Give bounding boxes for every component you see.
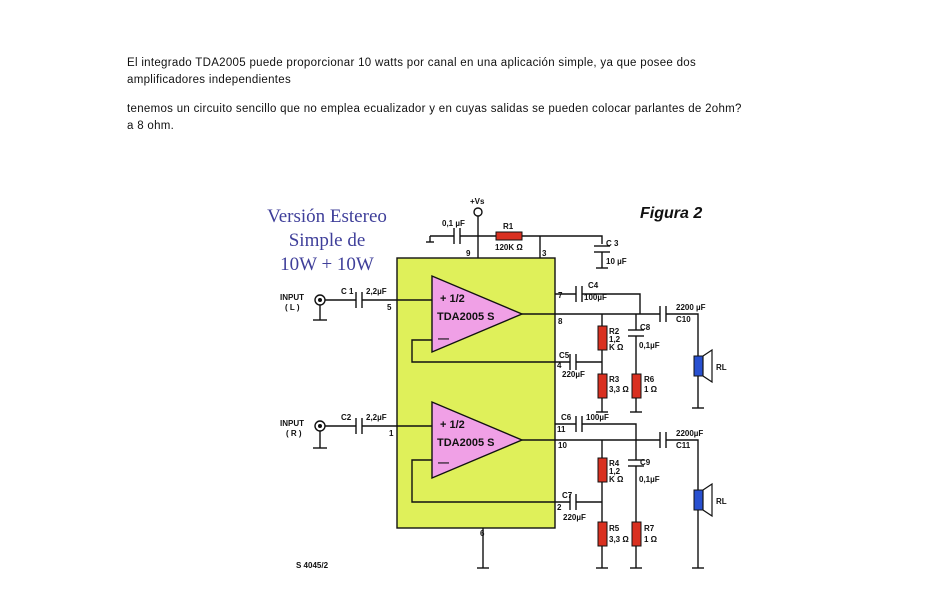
r3-value: 3,3 Ω: [609, 385, 629, 394]
r2-value1: 1,2: [609, 335, 621, 344]
r1-value: 120K Ω: [495, 243, 523, 252]
c7-value: 220µF: [563, 513, 586, 522]
pin-3: 3: [542, 249, 547, 258]
r5-value: 3,3 Ω: [609, 535, 629, 544]
r7-name: R7: [644, 524, 655, 533]
r4-name: R4: [609, 459, 620, 468]
amplifier-bottom: [431, 400, 524, 480]
c3-value: 10 µF: [606, 257, 627, 266]
r1-name: R1: [503, 222, 514, 231]
figure-title-line3: 10W + 10W: [280, 254, 374, 275]
r6-value: 1 Ω: [644, 385, 658, 394]
c11-value: 2200µF: [676, 429, 703, 438]
c8-value: 0,1µF: [639, 341, 660, 350]
supply-label: +Vs: [470, 197, 485, 206]
c-top-value: 0,1 µF: [442, 219, 465, 228]
r6-resistor: [631, 373, 642, 399]
amp-top-minus: —: [438, 333, 449, 345]
rl-top-label: RL: [716, 363, 727, 372]
r2-value2: K Ω: [609, 343, 624, 352]
amp-top-gain: + 1/2: [440, 293, 465, 305]
rl-bottom-label: RL: [716, 497, 727, 506]
c2-name: C2: [341, 413, 352, 422]
input-right-label: INPUT: [280, 419, 304, 428]
c6-name: C6: [561, 413, 572, 422]
r4-value2: K Ω: [609, 475, 624, 484]
pin-9: 9: [466, 249, 471, 258]
c9-name: C9: [640, 458, 651, 467]
c7-name: C7: [562, 491, 573, 500]
r3-name: R3: [609, 375, 620, 384]
r5-name: R5: [609, 524, 620, 533]
supply-terminal: [473, 207, 483, 217]
c10-name: C10: [676, 315, 691, 324]
r1-resistor: [495, 231, 523, 241]
pin-4: 4: [557, 361, 562, 370]
pin-2: 2: [557, 503, 562, 512]
input-left-channel: ( L ): [285, 303, 300, 312]
c1-name: C 1: [341, 287, 354, 296]
description-paragraph: tenemos un circuito sencillo que no empl…: [127, 103, 742, 132]
figure-title-line2: Simple de: [289, 230, 366, 251]
input-left-label: INPUT: [280, 293, 304, 302]
amp-bottom-gain: + 1/2: [440, 419, 465, 431]
r2-resistor: [597, 325, 608, 351]
r7-value: 1 Ω: [644, 535, 658, 544]
c8-name: C8: [640, 323, 651, 332]
pin-7: 7: [558, 291, 563, 300]
amplifier-top: [431, 274, 524, 354]
c6-value: 100µF: [586, 413, 609, 422]
c4-value: 100µF: [584, 293, 607, 302]
intro-paragraph: El integrado TDA2005 puede proporcionar …: [127, 57, 697, 86]
r4-resistor: [597, 457, 608, 483]
r7-resistor: [631, 521, 642, 547]
pin-11: 11: [557, 425, 566, 434]
r3-resistor: [597, 373, 608, 399]
r6-name: R6: [644, 375, 655, 384]
pin-6: 6: [480, 529, 485, 538]
c5-value: 220µF: [562, 370, 585, 379]
c4-name: C4: [588, 281, 599, 290]
c1-value: 2,2µF: [366, 287, 387, 296]
r2-name: R2: [609, 327, 620, 336]
speaker-top: [693, 355, 704, 377]
figure-title-line1: Versión Estereo: [267, 206, 387, 227]
speaker-bottom: [693, 489, 704, 511]
pin-10: 10: [558, 441, 567, 450]
amp-bottom-name: TDA2005 S: [437, 437, 494, 449]
c11-name: C11: [676, 441, 691, 450]
input-right-channel: ( R ): [286, 429, 302, 438]
c3-name: C 3: [606, 239, 619, 248]
c5-name: C5: [559, 351, 570, 360]
drawing-code: S 4045/2: [296, 561, 329, 570]
amp-top-name: TDA2005 S: [437, 311, 494, 323]
c2-value: 2,2µF: [366, 413, 387, 422]
c9-value: 0,1µF: [639, 475, 660, 484]
r5-resistor: [597, 521, 608, 547]
amp-bottom-minus: —: [438, 457, 449, 469]
pin-5: 5: [387, 303, 392, 312]
r4-value1: 1,2: [609, 467, 621, 476]
pin-8: 8: [558, 317, 563, 326]
figure-label: Figura 2: [640, 205, 702, 222]
pin-1: 1: [389, 429, 394, 438]
c10-value: 2200 µF: [676, 303, 706, 312]
